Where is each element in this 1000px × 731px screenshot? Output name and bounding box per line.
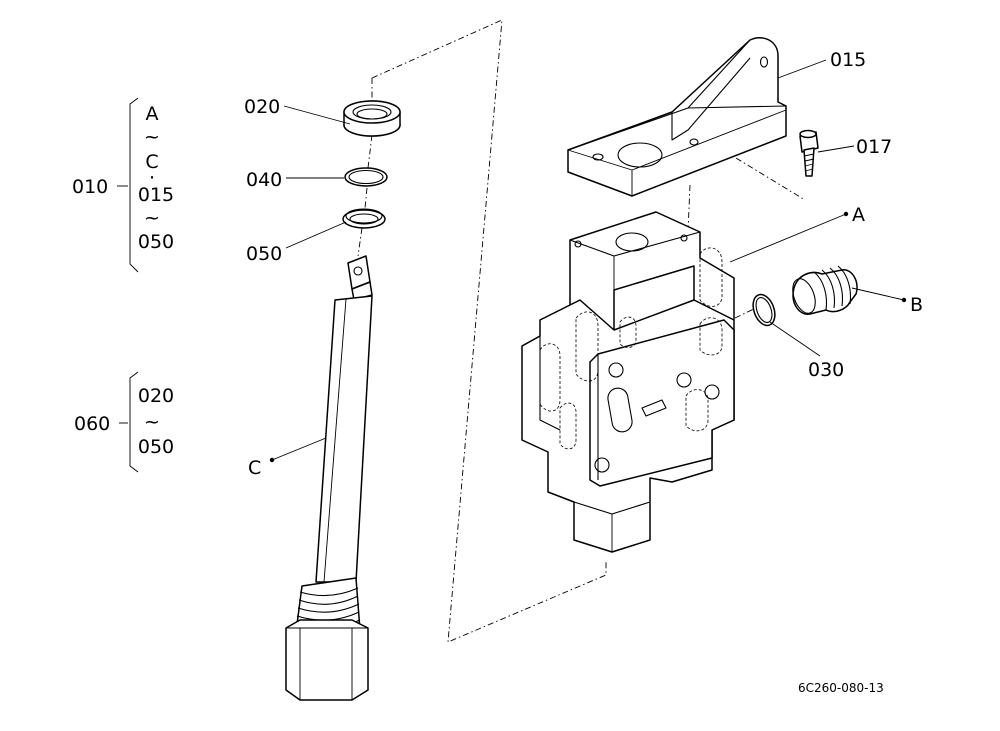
label-020: 020	[244, 96, 280, 118]
part-015-plate	[567, 36, 787, 197]
group-060-line-1: 020	[138, 385, 174, 407]
label-050: 050	[246, 243, 282, 265]
group-010-line-2: ~	[144, 126, 160, 148]
label-017: 017	[856, 136, 892, 158]
label-015: 015	[830, 49, 866, 71]
group-010-number: 010	[72, 176, 108, 198]
part-017-bolt	[799, 129, 819, 177]
label-040: 040	[246, 169, 282, 191]
part-valve-body	[521, 211, 735, 553]
part-050-backup-ring	[342, 208, 386, 229]
group-010-line-5: 015	[138, 184, 174, 206]
group-060-line-2: ~	[144, 411, 160, 433]
part-020-seal	[343, 100, 401, 137]
group-010-line-6: ~	[144, 207, 160, 229]
group-060-line-3: 050	[138, 436, 174, 458]
label-c: C	[248, 457, 261, 479]
part-labels: 020 040 050 C 015 017 A B 030	[244, 49, 923, 479]
group-060: 060 020 ~ 050	[74, 371, 174, 473]
part-030-o-ring	[752, 293, 776, 327]
label-b: B	[910, 294, 923, 316]
part-040-o-ring	[344, 167, 388, 187]
label-030: 030	[808, 359, 844, 381]
label-a: A	[852, 204, 865, 226]
assembly-lines	[357, 19, 806, 643]
group-010-line-3: C	[145, 151, 158, 173]
group-010: 010 A ~ C · 015 ~ 050	[72, 97, 174, 273]
group-010-line-1: A	[146, 103, 159, 125]
group-060-number: 060	[74, 413, 110, 435]
group-010-line-7: 050	[138, 231, 174, 253]
drawing-code: 6C260-080-13	[798, 681, 884, 695]
group-010-line-4: ·	[149, 167, 155, 189]
part-plug	[792, 265, 858, 315]
part-spool	[285, 255, 373, 701]
leader-lines	[269, 59, 907, 463]
